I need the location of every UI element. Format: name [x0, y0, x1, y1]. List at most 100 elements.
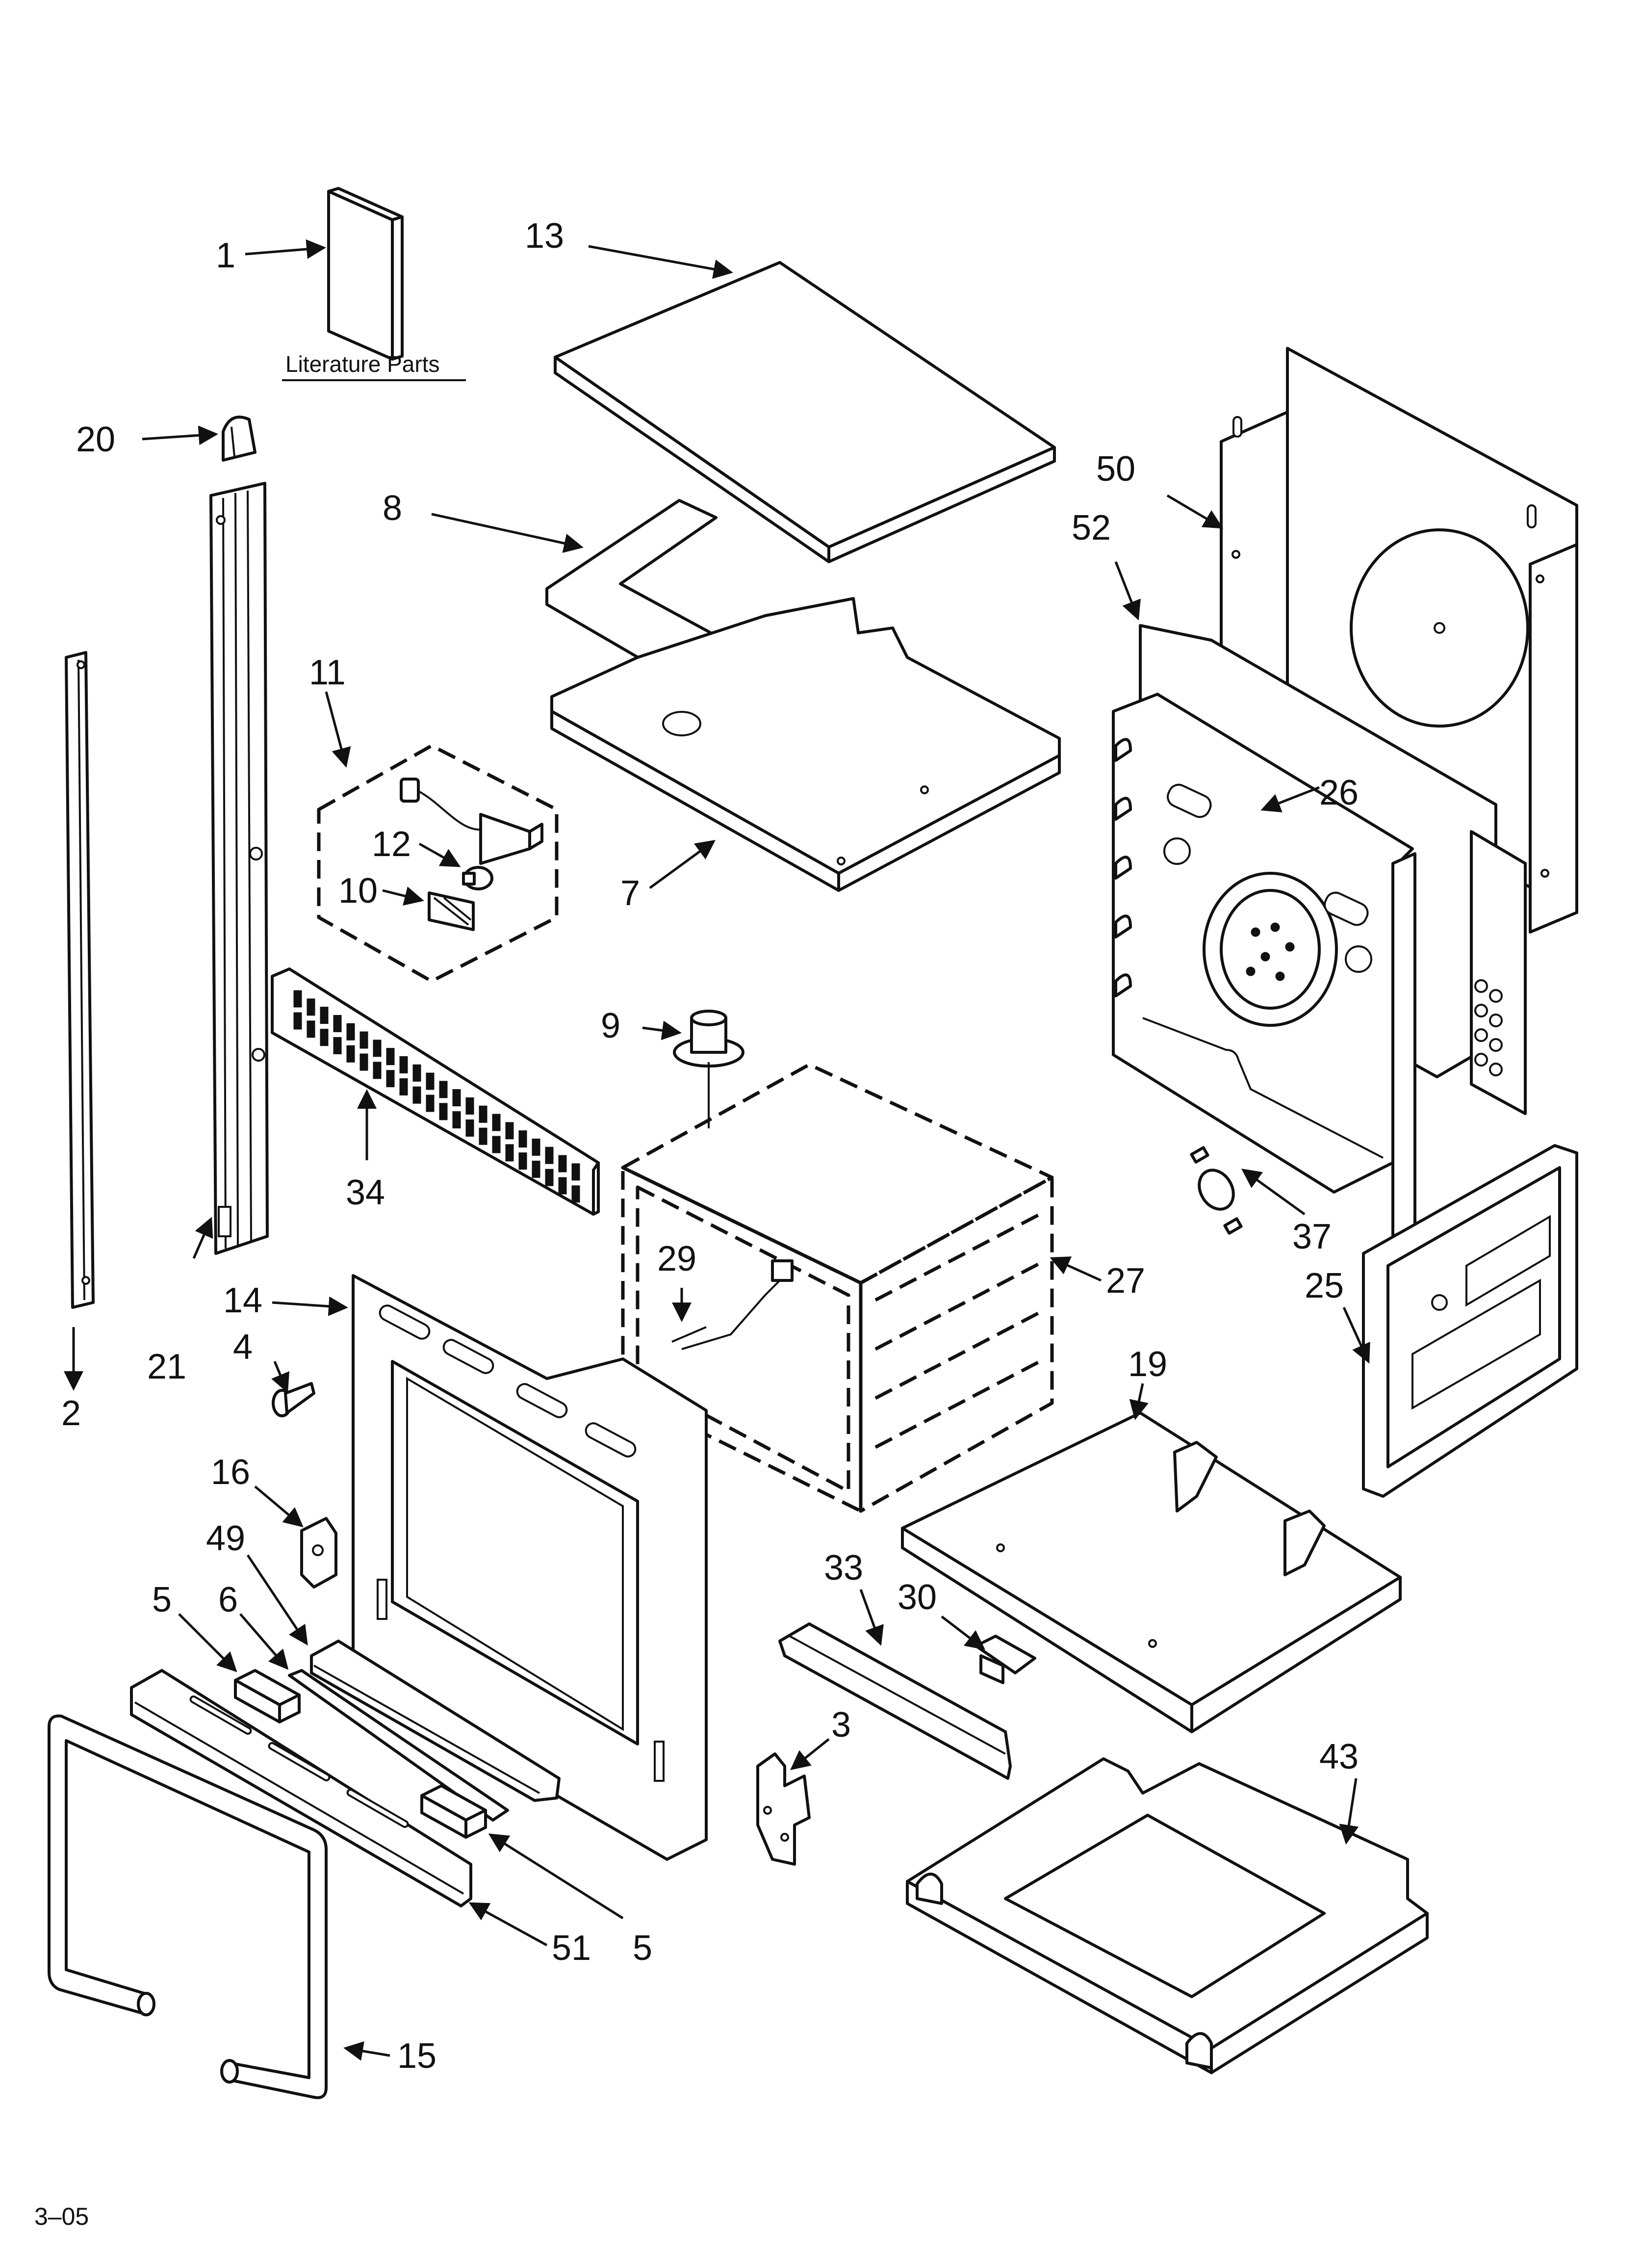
callout-9: 9 [601, 1006, 620, 1045]
grille-slot [307, 998, 315, 1016]
callout-5: 5 [152, 1580, 172, 1619]
grille-slot [571, 1163, 580, 1181]
callout-3: 3 [831, 1705, 851, 1745]
callout-13: 13 [525, 216, 564, 256]
part-16-bracket [300, 1517, 337, 1589]
callout-20: 20 [76, 420, 115, 459]
grille-slot [439, 1103, 448, 1121]
grille-slot [333, 1037, 342, 1054]
callout-16: 16 [211, 1453, 250, 1492]
callout-8: 8 [383, 489, 402, 528]
callout-15: 15 [397, 2036, 436, 2076]
part-51-vent-bar [130, 1669, 472, 1907]
grille-slot [320, 1007, 329, 1024]
part-12-bulb [462, 866, 493, 890]
part-2-side-trim [65, 651, 95, 1309]
grille-slot [346, 1045, 355, 1063]
grille-slot [545, 1169, 554, 1186]
callout-6: 6 [218, 1580, 238, 1619]
grille-slot [426, 1072, 435, 1090]
grille-slot [518, 1152, 527, 1170]
part-27-oven-cavity [621, 1063, 1054, 1513]
literature-parts-caption: Literature Parts [285, 351, 439, 377]
callout-12: 12 [372, 825, 411, 864]
grille-slot [359, 1053, 368, 1071]
callout-51: 51 [552, 1929, 591, 1968]
callout-10: 10 [338, 871, 378, 911]
grille-slot [426, 1095, 435, 1112]
grille-slot [558, 1155, 567, 1173]
grille-slot [386, 1070, 395, 1088]
callout-26: 26 [1319, 773, 1359, 812]
callout-50: 50 [1096, 449, 1135, 489]
grille-slot [452, 1089, 461, 1107]
page-code: 3–05 [34, 2203, 89, 2230]
callout-37: 37 [1292, 1217, 1332, 1256]
callout-34: 34 [346, 1173, 385, 1212]
grille-slot [452, 1111, 461, 1129]
part-7-top-panel [550, 597, 1061, 892]
callout-25: 25 [1305, 1266, 1344, 1305]
grille-slot [399, 1056, 408, 1073]
part-3-bracket [756, 1752, 811, 1866]
grille-slot [532, 1138, 540, 1156]
part-1-literature [282, 187, 466, 381]
grille-slot [373, 1062, 382, 1079]
callout-labels: 1 13 20 8 50 52 26 11 12 10 7 9 34 37 27… [61, 216, 1359, 2076]
part-49-channel [310, 1640, 561, 1802]
part-26-rear-panel [1112, 693, 1416, 1238]
part-30-clip [975, 1635, 1036, 1684]
grille-slot [333, 1015, 342, 1032]
callout-49: 49 [206, 1519, 245, 1558]
part-37-thermostat [1190, 1146, 1243, 1235]
part-21-side-channel [209, 482, 269, 1255]
callout-14: 14 [223, 1281, 262, 1320]
callout-11: 11 [309, 653, 346, 692]
part-43-bottom-tray [906, 1757, 1429, 2074]
grille-slot [293, 990, 302, 1008]
grille-slot [505, 1144, 514, 1162]
grille-slot [558, 1177, 567, 1195]
callout-33: 33 [824, 1548, 863, 1588]
callout-5-lower: 5 [633, 1929, 652, 1968]
part-11-lamp-housing [400, 778, 543, 865]
callout-4: 4 [233, 1328, 253, 1367]
grille-slot [386, 1048, 395, 1066]
grille-slot [492, 1136, 501, 1153]
part-34-vent-grille [271, 967, 600, 1216]
part-9-sensor [673, 1010, 744, 1128]
grille-slot [492, 1114, 501, 1131]
part-10-lens [428, 891, 475, 931]
callout-27: 27 [1106, 1261, 1145, 1301]
grille-slot [465, 1119, 474, 1137]
part-4-screw [272, 1382, 315, 1417]
part-13-top-insulation [554, 261, 1056, 563]
callout-7: 7 [620, 874, 640, 913]
grille-slot [412, 1086, 421, 1104]
callout-2: 2 [61, 1394, 81, 1433]
part-20-cap [222, 416, 257, 462]
callout-52: 52 [1072, 508, 1111, 547]
callout-21: 21 [147, 1347, 186, 1386]
part-19-shroud [901, 1411, 1402, 1733]
grille-slot [479, 1105, 487, 1123]
grille-slot [320, 1029, 329, 1046]
grille-slot [399, 1078, 408, 1095]
part-25-side-panel [1362, 1144, 1578, 1498]
part-6-strip [288, 1669, 509, 1822]
callout-19: 19 [1128, 1345, 1167, 1384]
grille-slot [412, 1064, 421, 1082]
grille-slot [505, 1122, 514, 1140]
grille-slot [532, 1160, 540, 1178]
lamp-assembly [317, 744, 559, 983]
part-5-spacer-left [234, 1669, 301, 1723]
part-33-rail [778, 1622, 1012, 1780]
callout-43: 43 [1319, 1737, 1359, 1776]
part-15-door-gasket [48, 1714, 328, 2099]
grille-slot [479, 1127, 487, 1145]
callout-29: 29 [657, 1239, 696, 1278]
grille-slot [359, 1031, 368, 1049]
callout-1: 1 [216, 236, 235, 275]
grille-slot [293, 1012, 302, 1030]
